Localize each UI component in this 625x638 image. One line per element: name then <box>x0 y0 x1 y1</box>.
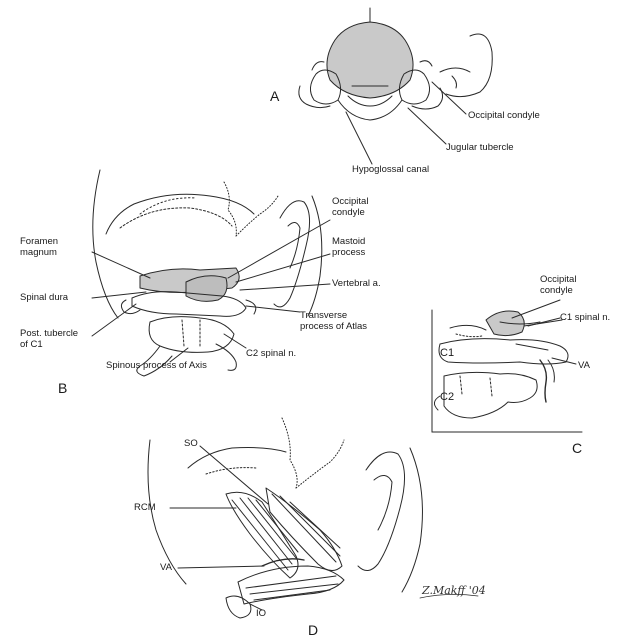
label-d-rcm: RCM <box>134 502 156 513</box>
panel-a-drawing <box>299 8 492 164</box>
label-b-occipital-condyle: Occipital condyle <box>332 196 368 218</box>
label-a-occipital-condyle: Occipital condyle <box>468 110 540 121</box>
left-condyle <box>310 70 340 104</box>
panel-d-letter: D <box>308 622 318 638</box>
label-a-hypoglossal-canal: Hypoglossal canal <box>352 164 429 175</box>
illustrator-signature: Z.Makff '04 <box>422 584 486 597</box>
panel-c-letter: C <box>572 440 582 456</box>
label-b-post-tubercle: Post. tubercle of C1 <box>20 328 78 350</box>
label-b-c2-spinal-n: C2 spinal n. <box>246 348 296 359</box>
right-condyle <box>399 70 429 104</box>
label-b-foramen-magnum: Foramen magnum <box>20 236 58 258</box>
label-c-va: VA <box>578 360 590 371</box>
panel-b-letter: B <box>58 380 67 396</box>
panel-b-drawing <box>92 170 330 376</box>
label-c-c1-spinal-n: C1 spinal n. <box>560 312 610 323</box>
label-c-c2: C2 <box>440 392 454 403</box>
panel-a-letter: A <box>270 88 279 104</box>
foramen-magnum-shape <box>327 22 413 98</box>
label-d-so: SO <box>184 438 198 449</box>
label-b-mastoid-process: Mastoid process <box>332 236 365 258</box>
label-c-occipital-condyle: Occipital condyle <box>540 274 576 296</box>
label-d-va: VA <box>160 562 172 573</box>
label-a-jugular-tubercle: Jugular tubercle <box>446 142 514 153</box>
label-b-transverse-process: Transverse process of Atlas <box>300 310 367 332</box>
label-b-vertebral-a: Vertebral a. <box>332 278 381 289</box>
label-b-spinal-dura: Spinal dura <box>20 292 68 303</box>
label-d-io: IO <box>256 608 266 619</box>
label-b-spinous-process: Spinous process of Axis <box>106 360 207 371</box>
label-c-c1: C1 <box>440 348 454 359</box>
